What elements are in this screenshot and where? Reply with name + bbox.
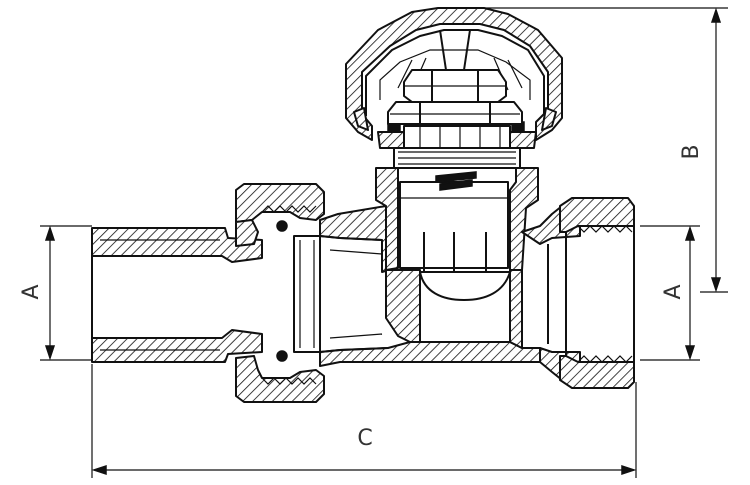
right-socket xyxy=(547,197,635,389)
dimension-c xyxy=(91,364,637,478)
dimension-label-a-right: A xyxy=(661,284,686,299)
union-nut xyxy=(235,183,325,403)
dimension-a-right xyxy=(640,225,700,361)
left-tailpiece xyxy=(91,227,263,363)
dimension-label-a-left: A xyxy=(19,284,44,299)
dimension-b xyxy=(484,7,728,293)
dimension-label-c: C xyxy=(357,426,372,451)
valve-insert xyxy=(377,121,537,301)
protective-cap xyxy=(345,7,563,141)
dimension-label-b: B xyxy=(679,144,704,159)
dimension-a-left xyxy=(40,225,92,361)
